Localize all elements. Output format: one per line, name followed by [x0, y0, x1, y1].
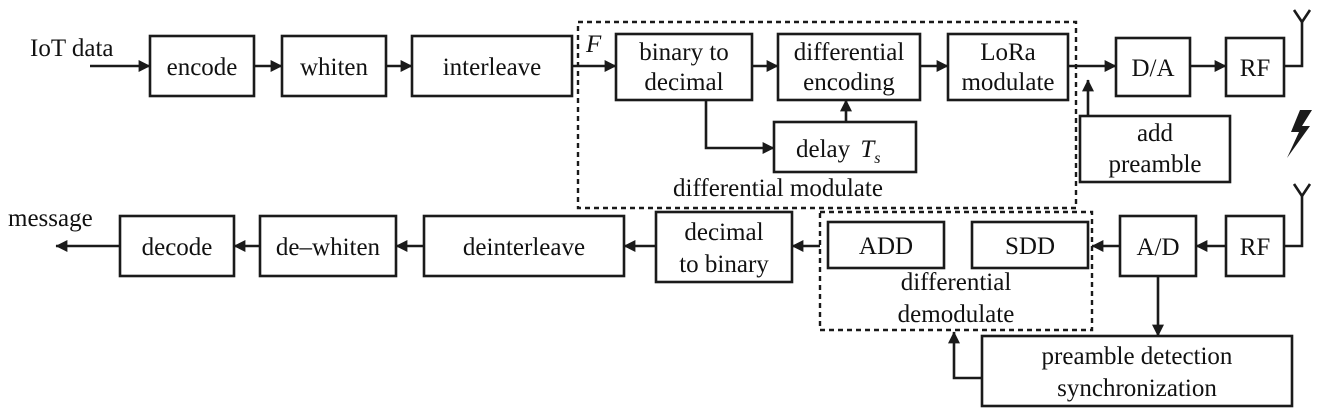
delay-label: delay Ts: [796, 136, 881, 167]
antenna-icon: [1284, 9, 1312, 68]
de-whiten-block: de–whiten: [258, 214, 398, 278]
add-preamble-line1: add: [1137, 120, 1174, 147]
decode-block: decode: [118, 214, 236, 278]
add-block: ADD: [826, 220, 946, 270]
ad-label: A/D: [1136, 234, 1179, 261]
arrow-sync-to-demod: [948, 331, 982, 380]
deinterleave-label: deinterleave: [463, 234, 585, 261]
differential-demodulate-group: [818, 210, 1094, 332]
interleave-label: interleave: [443, 54, 542, 81]
add-preamble-line2: preamble: [1108, 151, 1201, 178]
da-label: D/A: [1131, 55, 1174, 82]
differential-demodulate-line2: demodulate: [898, 301, 1015, 328]
binary-to-decimal-line1: binary to: [639, 39, 729, 66]
ad-block: A/D: [1118, 214, 1198, 278]
delay-t-symbol: T: [860, 136, 876, 163]
encode-label: encode: [167, 54, 238, 81]
binary-to-decimal-block: binary to decimal: [614, 32, 754, 102]
sdd-label: SDD: [1005, 233, 1055, 260]
differential-encoding-line1: differential: [794, 39, 905, 66]
differential-modulate-label: differential modulate: [673, 175, 883, 202]
deinterleave-block: deinterleave: [422, 214, 626, 278]
rf-rx-label: RF: [1240, 234, 1271, 261]
iot-data-label: IoT data: [30, 35, 114, 62]
de-whiten-label: de–whiten: [276, 234, 381, 261]
lora-modulate-line1: LoRa: [980, 39, 1036, 66]
rf-tx-label: RF: [1240, 55, 1271, 82]
decimal-to-binary-line1: decimal: [684, 219, 763, 246]
preamble-detection-line2: synchronization: [1057, 375, 1217, 402]
decimal-to-binary-block: decimal to binary: [654, 210, 794, 284]
rf-tx-block: RF: [1224, 36, 1286, 98]
binary-to-decimal-line2: decimal: [644, 69, 723, 96]
lora-modulate-block: LoRa modulate: [946, 32, 1070, 102]
differential-encoding-line2: encoding: [803, 69, 895, 96]
delay-text: delay: [796, 136, 856, 163]
f-symbol: F: [585, 31, 602, 58]
add-preamble-block: add preamble: [1078, 114, 1232, 184]
differential-encoding-block: differential encoding: [776, 32, 922, 102]
decode-label: decode: [142, 234, 213, 261]
da-block: D/A: [1114, 36, 1192, 98]
preamble-detection-block: preamble detection synchronization: [980, 334, 1294, 408]
whiten-label: whiten: [300, 54, 369, 81]
message-label: message: [8, 205, 93, 232]
preamble-detection-line1: preamble detection: [1042, 343, 1233, 370]
lightning-bolt-icon: [1287, 110, 1312, 158]
add-label: ADD: [859, 233, 913, 260]
decimal-to-binary-line2: to binary: [679, 251, 769, 278]
lora-modulate-line2: modulate: [961, 69, 1054, 96]
delay-s-subscript: s: [874, 150, 880, 167]
antenna-icon: [1284, 183, 1312, 248]
sdd-block: SDD: [970, 220, 1090, 270]
arrow-b2d-to-delay: [704, 100, 775, 154]
delay-block: delay Ts: [772, 120, 918, 174]
rf-rx-block: RF: [1224, 214, 1286, 278]
whiten-block: whiten: [280, 34, 388, 98]
interleave-block: interleave: [410, 34, 574, 98]
differential-demodulate-line1: differential: [901, 269, 1012, 296]
encode-block: encode: [148, 34, 256, 98]
